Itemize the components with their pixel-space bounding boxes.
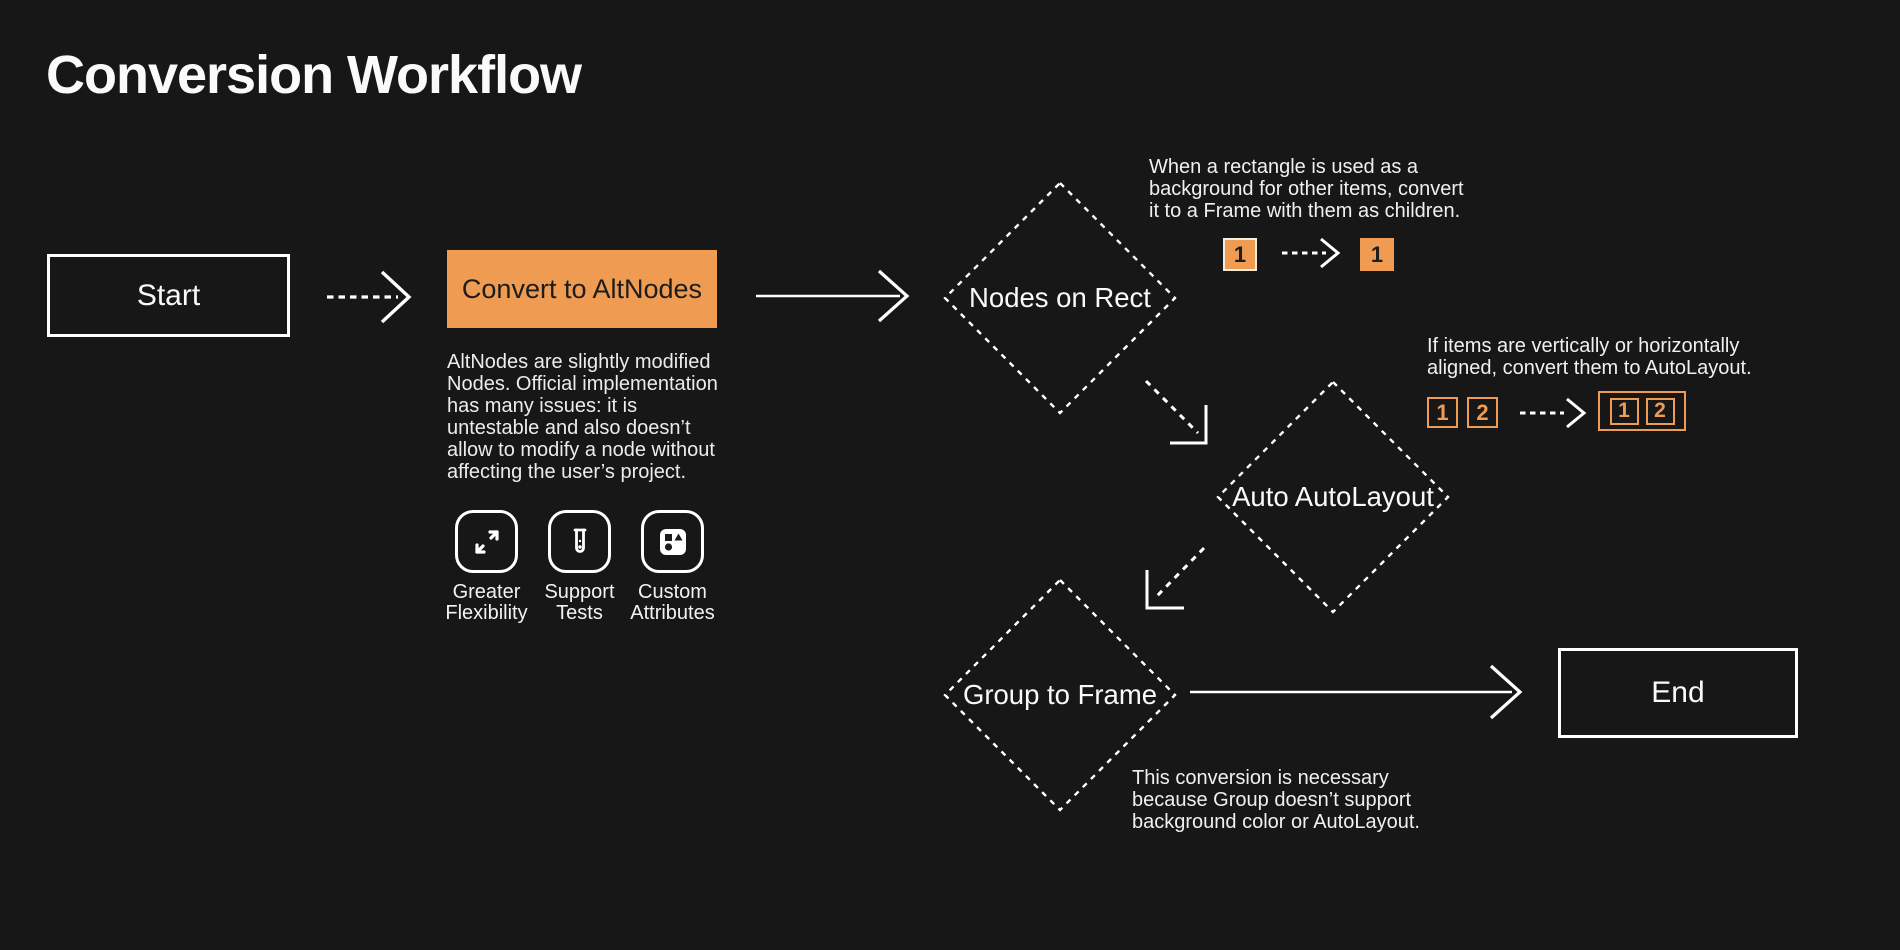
layout-demo-item-2: 2	[1467, 397, 1498, 428]
diamond-outline	[943, 578, 1177, 812]
test-tube-icon	[548, 510, 611, 573]
node-nodes-on-rect: Nodes on Rect	[943, 181, 1177, 415]
node-group-to-frame: Group to Frame	[943, 578, 1177, 812]
page-title: Conversion Workflow	[46, 45, 582, 105]
layout-demo-grouped-item-2: 2	[1645, 397, 1675, 425]
feature-label: Greater Flexibility	[445, 581, 528, 624]
node-auto-autolayout-label: Auto AutoLayout	[1232, 481, 1434, 512]
feature-greater-flexibility: Greater Flexibility	[445, 510, 528, 624]
altnodes-features: Greater Flexibility Support Tests	[445, 510, 715, 624]
feature-support-tests: Support Tests	[544, 510, 615, 624]
altnodes-description: AltNodes are slightly modified Nodes. Of…	[447, 351, 718, 483]
shapes-icon	[641, 510, 704, 573]
node-end-label: End	[1651, 676, 1705, 709]
node-nodes-on-rect-label: Nodes on Rect	[969, 282, 1151, 313]
auto-autolayout-note: If items are vertically or horizontally …	[1427, 335, 1752, 379]
rect-demo-after-chip: 1	[1360, 238, 1394, 271]
feature-custom-attributes: Custom Attributes	[630, 510, 715, 624]
group-to-frame-note: This conversion is necessary because Gro…	[1132, 767, 1420, 833]
rect-demo-before-chip: 1	[1223, 238, 1257, 271]
nodes-on-rect-note: When a rectangle is used as a background…	[1149, 156, 1464, 222]
feature-label: Support Tests	[544, 581, 615, 624]
arrow-rect-demo	[1282, 237, 1341, 269]
arrow-layout-demo	[1520, 397, 1587, 429]
layout-demo-grouped-item-1: 1	[1609, 397, 1639, 425]
layout-demo-item-1: 1	[1427, 397, 1458, 428]
layout-demo-autolayout-group: 1 2	[1598, 391, 1686, 431]
feature-label: Custom Attributes	[630, 581, 715, 624]
node-start: Start	[47, 254, 290, 337]
node-group-to-frame-label: Group to Frame	[962, 679, 1158, 710]
expand-arrows-icon	[455, 510, 518, 573]
arrow-group-to-frame-to-end	[1190, 664, 1523, 720]
arrow-start-to-convert	[327, 270, 412, 324]
node-auto-autolayout: Auto AutoLayout	[1216, 380, 1450, 614]
node-start-label: Start	[136, 278, 201, 312]
diamond-outline	[1216, 380, 1450, 614]
node-convert-label: Convert to AltNodes	[461, 273, 703, 304]
diamond-outline	[943, 181, 1177, 415]
arrow-convert-to-nodes-on-rect	[756, 269, 910, 323]
node-end: End	[1558, 648, 1798, 738]
node-convert-to-altnodes: Convert to AltNodes	[447, 250, 717, 328]
